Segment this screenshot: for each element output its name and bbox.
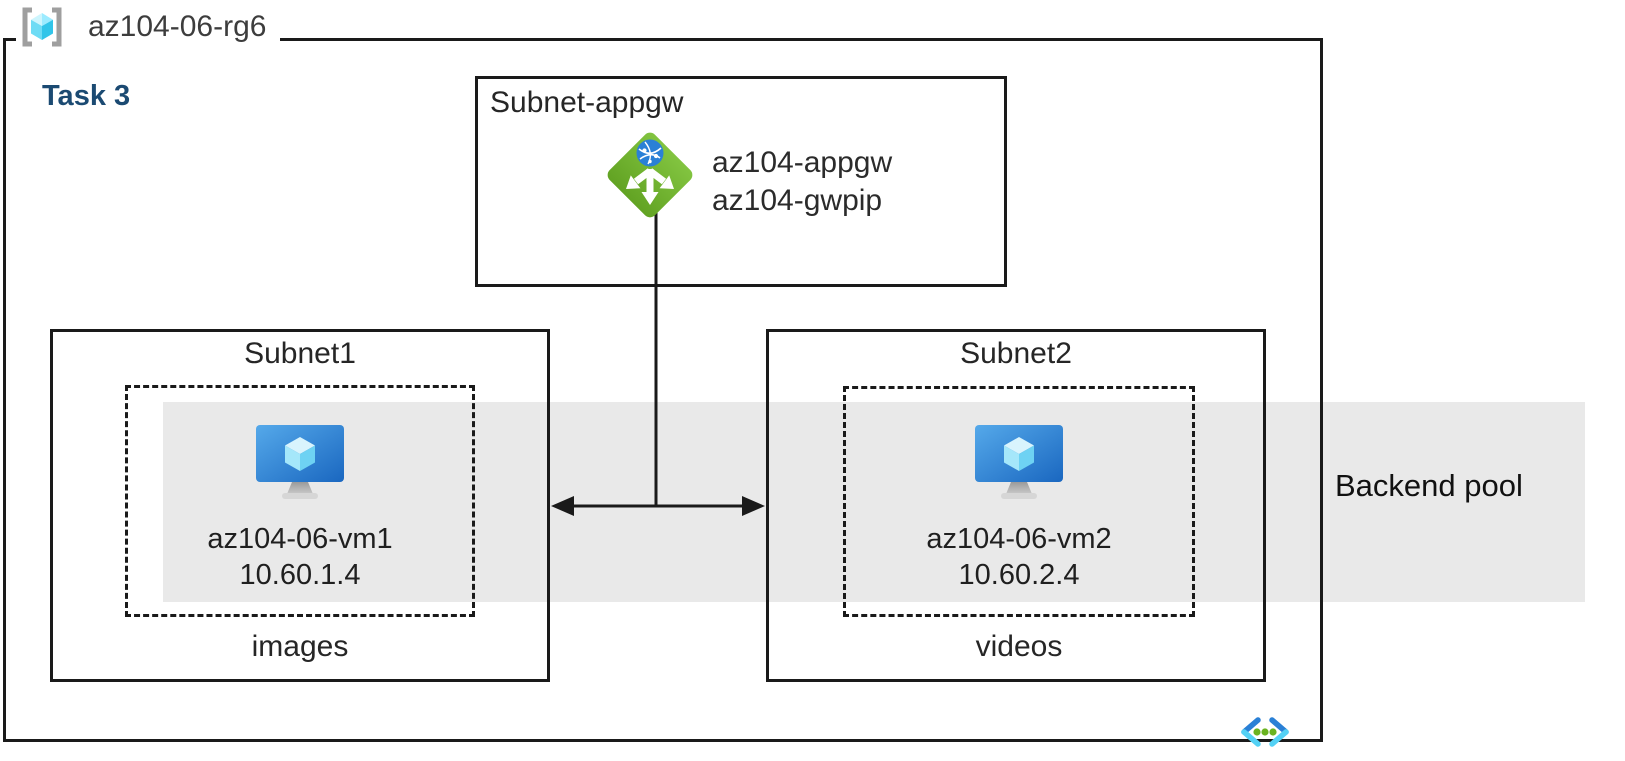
application-gateway-icon <box>607 132 693 218</box>
subnet1-app-label: images <box>251 630 349 663</box>
subnet1-label: Subnet1 <box>244 337 356 370</box>
resource-group-header: az104-06-rg6 <box>16 3 281 51</box>
vm2-caption: az104-06-vm2 10.60.2.4 <box>843 521 1195 593</box>
vm1-ip: 10.60.1.4 <box>239 559 361 591</box>
subnet2-label: Subnet2 <box>960 337 1072 370</box>
task-label: Task 3 <box>42 80 131 112</box>
vm2-ip: 10.60.2.4 <box>958 559 1080 591</box>
subnet1-box <box>50 329 550 682</box>
resource-group-icon <box>22 7 62 47</box>
resource-group-name: az104-06-rg6 <box>88 10 267 43</box>
vm1-name: az104-06-vm1 <box>207 523 393 555</box>
resource-group-box <box>3 38 1323 742</box>
subnet2-backend-dashed-box <box>843 386 1195 617</box>
virtual-machine-icon <box>975 425 1063 499</box>
backend-pool-label: Backend pool <box>1335 468 1523 503</box>
backend-pool-band <box>163 402 1585 602</box>
appgw-resource-names: az104-appgw az104-gwpip <box>712 144 892 220</box>
subnet-appgw-box <box>475 76 1007 287</box>
vm2-name: az104-06-vm2 <box>926 523 1112 555</box>
appgw-name: az104-appgw <box>712 146 893 179</box>
gwpip-name: az104-gwpip <box>712 184 883 217</box>
subnet1-backend-dashed-box <box>125 385 475 617</box>
vm1-caption: az104-06-vm1 10.60.1.4 <box>125 521 475 593</box>
virtual-machine-icon <box>256 425 344 499</box>
subnet2-box <box>766 329 1266 682</box>
virtual-network-icon <box>1241 717 1289 747</box>
subnet-appgw-label: Subnet-appgw <box>490 86 684 119</box>
subnet2-app-label: videos <box>975 630 1063 663</box>
